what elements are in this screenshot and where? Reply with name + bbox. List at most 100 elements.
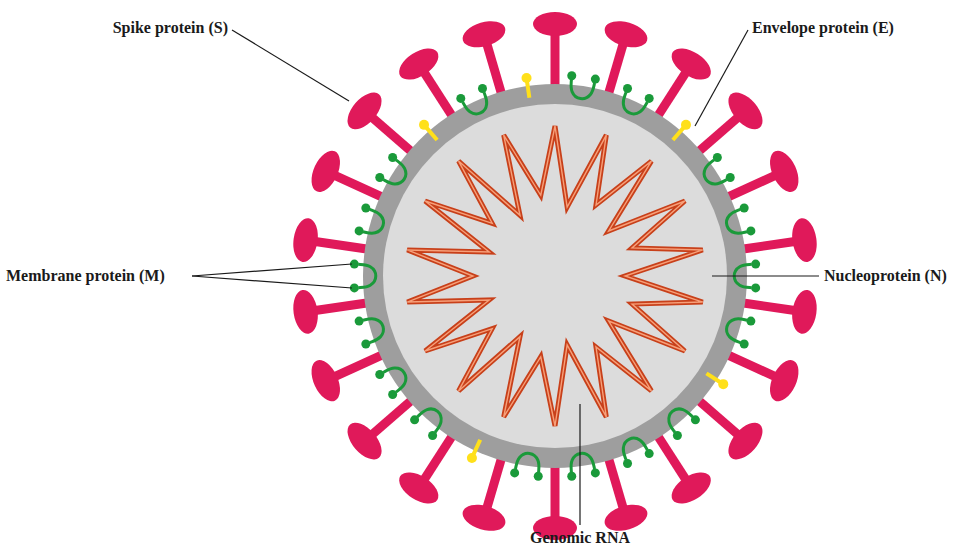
leader-line bbox=[192, 276, 352, 288]
membrane-protein bbox=[623, 459, 632, 468]
spike-stalk bbox=[607, 454, 624, 511]
spike-head bbox=[666, 42, 716, 86]
membrane-protein bbox=[363, 209, 383, 233]
membrane-protein bbox=[751, 283, 760, 292]
envelope-protein bbox=[673, 127, 684, 140]
rna-strand bbox=[407, 126, 702, 426]
spike-head bbox=[722, 86, 769, 135]
leader-lines bbox=[192, 30, 819, 525]
membrane-protein bbox=[623, 438, 647, 460]
part-label: Membrane protein (M) bbox=[6, 266, 165, 286]
membrane-protein bbox=[740, 204, 749, 213]
membrane-protein bbox=[727, 209, 747, 233]
spike-stalk bbox=[655, 71, 687, 121]
membrane-protein bbox=[571, 80, 594, 99]
membrane-protein bbox=[623, 84, 632, 93]
spike-head bbox=[306, 146, 346, 196]
membrane-protein bbox=[567, 472, 576, 481]
spike-head bbox=[533, 12, 577, 36]
membrane-protein bbox=[388, 390, 397, 399]
membrane-protein bbox=[673, 431, 682, 440]
spike-stalk bbox=[695, 116, 740, 155]
envelope-protein bbox=[681, 120, 691, 130]
membrane-protein bbox=[746, 317, 755, 326]
membrane-protein bbox=[383, 368, 406, 392]
part-label: Nucleoprotein (N) bbox=[824, 266, 947, 286]
membrane-protein bbox=[726, 173, 735, 182]
envelope-protein bbox=[527, 81, 529, 98]
leader-line bbox=[232, 30, 349, 101]
spike-head bbox=[602, 16, 651, 51]
membrane-protein bbox=[375, 370, 384, 379]
spike-head bbox=[341, 86, 388, 135]
envelope-protein bbox=[419, 120, 429, 130]
spike-stalk bbox=[371, 397, 416, 436]
membrane-protein bbox=[645, 449, 654, 458]
spike-head bbox=[394, 466, 444, 510]
virion-interior bbox=[383, 104, 727, 448]
leader-line bbox=[579, 404, 580, 525]
spike-stalk bbox=[551, 32, 560, 91]
membrane-protein bbox=[704, 160, 727, 184]
spike-layer bbox=[291, 12, 820, 540]
spike-head bbox=[764, 146, 804, 196]
membrane-protein bbox=[428, 431, 437, 440]
membrane-protein bbox=[645, 94, 654, 103]
membrane-band bbox=[363, 84, 747, 468]
spike-head bbox=[764, 356, 804, 406]
membrane-protein bbox=[388, 153, 397, 162]
spike-head bbox=[666, 466, 716, 510]
membrane-protein bbox=[623, 92, 647, 114]
part-label: Envelope protein (E) bbox=[752, 18, 894, 38]
membrane-protein bbox=[510, 468, 519, 477]
membrane-protein bbox=[361, 339, 370, 348]
part-label: Genomic RNA bbox=[530, 528, 630, 548]
envelope-protein bbox=[522, 73, 532, 83]
membrane-protein bbox=[410, 415, 419, 424]
leader-line bbox=[695, 30, 748, 126]
membrane-protein-layer bbox=[350, 71, 760, 481]
spike-stalk bbox=[486, 42, 503, 99]
membrane-protein bbox=[515, 453, 538, 472]
membrane-protein bbox=[591, 75, 600, 84]
membrane-protein bbox=[727, 319, 747, 343]
membrane-protein bbox=[746, 226, 755, 235]
envelope-protein bbox=[718, 379, 728, 389]
membrane-protein bbox=[751, 260, 760, 269]
membrane-protein bbox=[740, 339, 749, 348]
spike-stalk bbox=[486, 454, 503, 511]
membrane-protein bbox=[567, 71, 576, 80]
spike-head bbox=[341, 417, 388, 466]
spike-head bbox=[291, 288, 321, 335]
membrane-protein bbox=[669, 409, 693, 432]
membrane-protein bbox=[456, 94, 465, 103]
spike-head bbox=[460, 16, 509, 51]
membrane-protein bbox=[375, 173, 384, 182]
membrane-protein bbox=[361, 204, 370, 213]
spike-head bbox=[460, 500, 509, 535]
spike-head bbox=[722, 417, 769, 466]
spike-stalk bbox=[655, 432, 687, 482]
spike-stalk bbox=[313, 302, 371, 310]
spike-stalk bbox=[423, 432, 455, 482]
envelope-protein bbox=[467, 453, 477, 463]
spike-stalk bbox=[738, 302, 796, 310]
spike-stalk bbox=[738, 241, 796, 249]
membrane-protein bbox=[355, 226, 364, 235]
spike-stalk bbox=[371, 116, 416, 155]
envelope-protein bbox=[706, 373, 720, 382]
membrane-protein bbox=[358, 264, 375, 287]
envelope-protein bbox=[426, 127, 437, 140]
spike-stalk bbox=[423, 71, 455, 121]
genomic-rna bbox=[407, 126, 702, 426]
spike-stalk bbox=[551, 461, 560, 520]
spike-head bbox=[306, 356, 346, 406]
membrane-protein bbox=[463, 92, 487, 114]
membrane-protein bbox=[355, 317, 364, 326]
part-label: Spike protein (S) bbox=[113, 18, 228, 38]
spike-head bbox=[789, 217, 819, 264]
rna-strand bbox=[407, 126, 702, 426]
spike-stalk bbox=[607, 42, 624, 99]
leader-line bbox=[712, 275, 819, 276]
